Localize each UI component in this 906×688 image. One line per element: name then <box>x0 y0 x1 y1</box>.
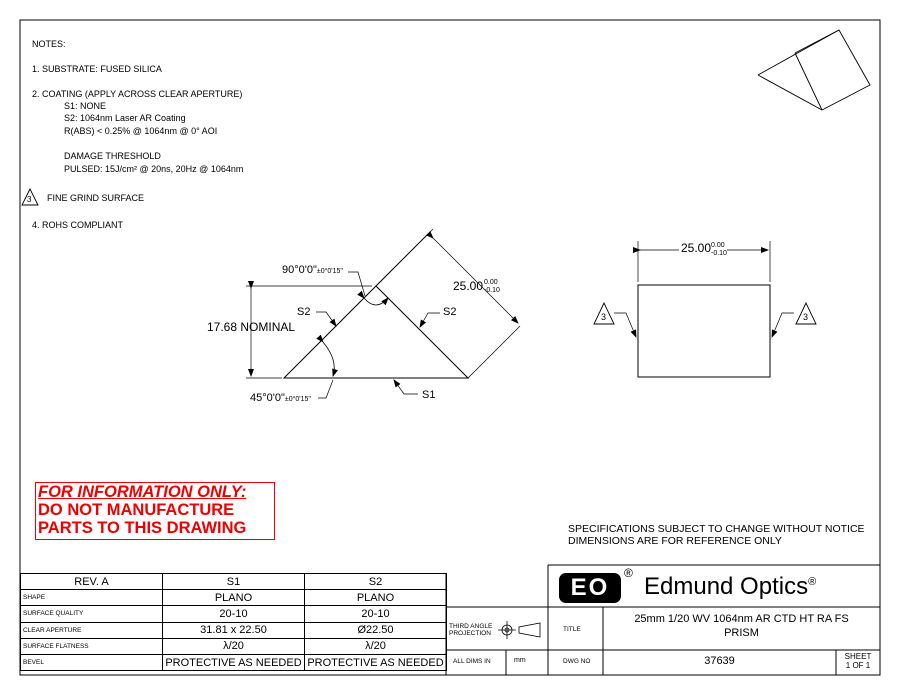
row-label: SURFACE QUALITY <box>20 605 163 623</box>
notes-heading: NOTES: <box>32 39 66 49</box>
rev-label: REV. A <box>20 572 163 591</box>
dims-label: ALL DIMS IN <box>453 658 491 665</box>
warning-line-3: PARTS TO THIS DRAWING <box>38 519 247 537</box>
projection-label: THIRD ANGLE PROJECTION <box>449 623 492 637</box>
projection-label-1: THIRD ANGLE <box>449 623 493 630</box>
cell-s1: λ/20 <box>162 637 305 655</box>
surface-marker-right-number: 3 <box>803 312 809 322</box>
sheet-value: 1 OF 1 <box>845 661 871 670</box>
cell-s2: PROTECTIVE AS NEEDED <box>304 653 447 672</box>
company-registered-mark: ® <box>808 576 817 588</box>
title-label: TITLE <box>563 626 581 633</box>
cell-s1: PROTECTIVE AS NEEDED <box>162 653 305 672</box>
sheet-border <box>19 19 881 676</box>
width-dimension-value: 25.00 <box>681 241 712 255</box>
surface-marker-left-number: 3 <box>601 312 607 322</box>
angle-45-label: 45°0'0"±0°0'15" <box>250 392 311 404</box>
hypotenuse-tolerance: 0.00 -0.10 <box>484 279 500 295</box>
dwg-no-label: DWG NO <box>563 658 591 665</box>
note-damage-threshold: DAMAGE THRESHOLD <box>64 151 161 161</box>
projection-symbol <box>498 621 541 639</box>
drawing-title-line-1: 25mm 1/20 WV 1064nm AR CTD HT RA FS <box>634 613 849 625</box>
fine-grind-marker-number: 3 <box>27 195 32 204</box>
table-row: SURFACE QUALITY 20-10 20-10 <box>20 605 447 623</box>
note-substrate: 1. SUBSTRATE: FUSED SILICA <box>32 64 162 74</box>
surface-spec-table: REV. A S1 S2 SHAPE PLANO PLANO SURFACE Q… <box>20 572 447 672</box>
table-row: BEVEL PROTECTIVE AS NEEDED PROTECTIVE AS… <box>20 653 447 672</box>
row-label: CLEAR APERTURE <box>20 621 163 639</box>
table-row: SURFACE FLATNESS λ/20 λ/20 <box>20 637 447 655</box>
sheet-label: SHEET <box>844 652 872 661</box>
note-coating-reflectance: R(ABS) < 0.25% @ 1064nm @ 0° AOI <box>64 126 218 136</box>
surface-marker-right <box>795 301 817 325</box>
warning-line-2: DO NOT MANUFACTURE <box>38 501 235 519</box>
company-name-text: Edmund Optics <box>644 573 809 600</box>
hypotenuse-dimension-value: 25.00 <box>453 279 484 293</box>
note-damage-pulsed: PULSED: 15J/cm² @ 20ns, 20Hz @ 1064nm <box>64 164 244 174</box>
cell-s1: 20-10 <box>162 605 305 623</box>
note-fine-grind: FINE GRIND SURFACE <box>47 193 145 203</box>
width-tolerance: 0.00 -0.10 <box>711 242 727 258</box>
angle-90-tolerance: ±0°0'15" <box>316 268 343 275</box>
width-dimension: 25.00 <box>679 241 714 255</box>
spec-notice-2: DIMENSIONS ARE FOR REFERENCE ONLY <box>568 535 782 547</box>
row-label: BEVEL <box>20 653 163 672</box>
dwg-no-value: 37639 <box>704 655 735 667</box>
information-only-warning: FOR INFORMATION ONLY: DO NOT MANUFACTURE… <box>35 482 275 540</box>
header-s2: S2 <box>304 572 447 591</box>
table-row: SHAPE PLANO PLANO <box>20 589 447 607</box>
surface-s2-right-label: S2 <box>443 306 457 318</box>
header-s1: S1 <box>162 572 305 591</box>
note-coating: 2. COATING (APPLY ACROSS CLEAR APERTURE) <box>32 89 243 99</box>
row-label: SHAPE <box>20 589 163 607</box>
height-dimension: 17.68 NOMINAL <box>207 320 296 334</box>
cell-s2: 20-10 <box>304 605 447 623</box>
cell-s2: PLANO <box>304 589 447 607</box>
surface-marker-left <box>593 301 615 325</box>
cell-s1: 31.81 x 22.50 <box>162 621 305 639</box>
dims-unit: mm <box>514 657 526 664</box>
hypotenuse-tol-minus: -0.10 <box>484 287 500 294</box>
note-coating-s1: S1: NONE <box>64 101 107 111</box>
cell-s1: PLANO <box>162 589 305 607</box>
surface-s1-label: S1 <box>422 389 436 401</box>
company-name: Edmund Optics® <box>644 573 816 601</box>
fine-grind-marker <box>21 187 39 206</box>
cell-s2: λ/20 <box>304 637 447 655</box>
surface-s2-left-label: S2 <box>297 306 311 318</box>
angle-90-label: 90°0'0"±0°0'15" <box>282 264 343 276</box>
note-rohs: 4. ROHS COMPLIANT <box>32 220 124 230</box>
isometric-prism-view <box>757 29 871 111</box>
angle-45-value: 45°0'0" <box>250 392 285 404</box>
sheet-info: SHEET 1 OF 1 <box>838 652 878 670</box>
width-tol-minus: -0.10 <box>711 250 727 257</box>
angle-90-value: 90°0'0" <box>282 264 317 276</box>
warning-line-1: FOR INFORMATION ONLY: <box>38 483 247 501</box>
projection-label-2: PROJECTION <box>449 630 491 637</box>
drawing-title: 25mm 1/20 WV 1064nm AR CTD HT RA FS PRIS… <box>603 612 880 640</box>
cell-s2: Ø22.50 <box>304 621 447 639</box>
spec-notice-1: SPECIFICATIONS SUBJECT TO CHANGE WITHOUT… <box>568 523 865 535</box>
row-label: SURFACE FLATNESS <box>20 637 163 655</box>
width-tol-plus: 0.00 <box>711 242 725 249</box>
registered-mark: ® <box>624 566 633 580</box>
note-coating-s2: S2: 1064nm Laser AR Coating <box>64 113 186 123</box>
prism-front-view <box>614 241 794 378</box>
table-header-row: REV. A S1 S2 <box>20 572 447 591</box>
edmund-optics-logo: EO <box>559 573 621 603</box>
drawing-title-line-2: PRISM <box>724 627 759 639</box>
angle-45-tolerance: ±0°0'15" <box>284 396 311 403</box>
table-row: CLEAR APERTURE 31.81 x 22.50 Ø22.50 <box>20 621 447 639</box>
prism-side-view <box>246 228 521 399</box>
hypotenuse-tol-plus: 0.00 <box>484 279 498 286</box>
hypotenuse-dimension: 25.00 <box>453 279 483 293</box>
